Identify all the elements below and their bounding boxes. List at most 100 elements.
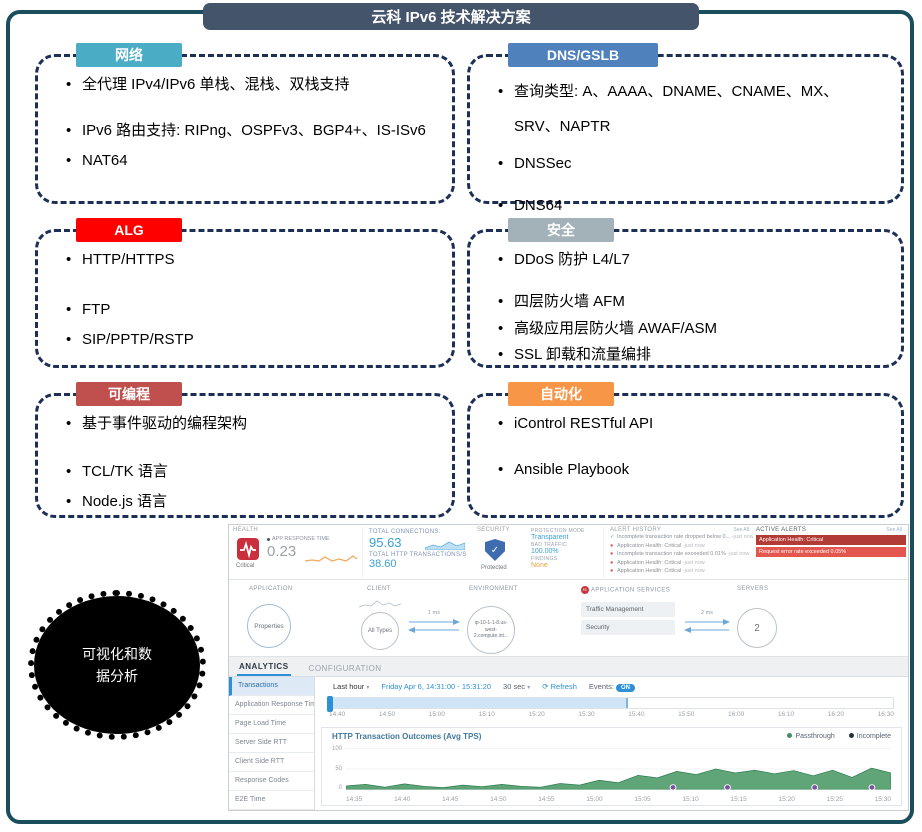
alert-text: Application Health: Critical bbox=[617, 560, 681, 566]
timeline-tick: 16:30 bbox=[878, 711, 894, 718]
service-item[interactable]: Security bbox=[581, 620, 675, 635]
services-label: f5APPLICATION SERVICES bbox=[581, 586, 670, 594]
latency-right-label: 2 ms bbox=[683, 610, 731, 616]
timeline-tick: 16:10 bbox=[778, 711, 794, 718]
servers-label: SERVERS bbox=[737, 586, 768, 592]
feature-item: IPv6 路由支持: RIPng、OSPFv3、BGP4+、IS-ISv6 bbox=[64, 121, 434, 141]
security-block: SECURITY ✓ Protected bbox=[477, 527, 533, 578]
critical-dot-icon: ● bbox=[610, 559, 617, 568]
legend-dot-icon bbox=[787, 733, 792, 738]
feature-item: DNSSec bbox=[496, 154, 883, 174]
properties-node[interactable]: Properties bbox=[247, 604, 291, 648]
environment-label: ENVIRONMENT bbox=[469, 586, 518, 592]
feature-item: iControl RESTful API bbox=[496, 414, 883, 434]
bidirectional-arrow-icon bbox=[683, 617, 731, 635]
x-tick: 15:20 bbox=[779, 796, 795, 803]
feature-list-programmable: 基于事件驱动的编程架构TCL/TK 语言Node.js 语言 bbox=[38, 396, 452, 512]
shield-check-icon: ✓ bbox=[485, 539, 505, 561]
health-critical-icon bbox=[237, 538, 259, 560]
feature-list-security: DDoS 防护 L4/L7 四层防火墙 AFM 高级应用层防火墙 AWAF/ASM S… bbox=[470, 232, 901, 365]
event-marker-icon bbox=[812, 785, 818, 790]
tab-configuration[interactable]: CONFIGURATION bbox=[307, 660, 384, 676]
timeline-tick: 15:30 bbox=[578, 711, 594, 718]
timeline-tick: 15:10 bbox=[479, 711, 495, 718]
environment-node[interactable]: ip-10-1-1-8.us-west-2.compute.int... bbox=[467, 606, 515, 654]
alert-text: Application Health: Critical bbox=[617, 568, 681, 574]
feature-item: DNS64 bbox=[496, 196, 883, 216]
connections-block: TOTAL CONNECTIONS: 95.63 TOTAL HTTP TRAN… bbox=[362, 527, 474, 578]
f5-logo-icon: f5 bbox=[581, 586, 589, 594]
range-dropdown[interactable]: Last hour ▾ bbox=[333, 682, 369, 691]
box-tab-automation: 自动化 bbox=[508, 382, 614, 406]
event-marker-icon bbox=[725, 785, 731, 790]
servers-node[interactable]: 2 bbox=[737, 608, 777, 648]
feature-item: DDoS 防护 L4/L7 bbox=[496, 250, 883, 270]
timeline-selected-range[interactable] bbox=[330, 698, 628, 708]
x-axis-labels: 14:3514:4014:4514:5014:5515:0015:0515:10… bbox=[346, 796, 891, 803]
events-on-pill[interactable]: ON bbox=[616, 684, 635, 692]
feature-item: 高级应用层防火墙 AWAF/ASM bbox=[496, 319, 883, 339]
analytics-section: ANALYTICS CONFIGURATION TransactionsAppli… bbox=[229, 657, 908, 810]
findings-value: None bbox=[531, 562, 601, 569]
critical-dot-icon: ● bbox=[610, 542, 617, 551]
latency-left-label: 1 ms bbox=[407, 610, 461, 616]
alert-history-item: ●Application Health: Critical -just now bbox=[610, 567, 753, 576]
analytics-tabbar: ANALYTICS CONFIGURATION bbox=[229, 657, 908, 677]
tab-analytics[interactable]: ANALYTICS bbox=[237, 658, 291, 676]
feature-item: TCL/TK 语言 bbox=[64, 462, 434, 482]
http-transactions-value: 38.60 bbox=[369, 558, 474, 570]
active-alerts-see-all-link[interactable]: See All bbox=[886, 527, 902, 533]
connections-sparkline-icon bbox=[425, 537, 465, 550]
service-item[interactable]: Traffic Management bbox=[581, 602, 675, 617]
feature-list-dns-gslb: 查询类型: A、AAAA、DNAME、CNAME、MX、SRV、NAPTRDNS… bbox=[470, 57, 901, 217]
protection-mode-value: Transparent bbox=[531, 534, 601, 541]
feature-item: SIP/PPTP/RSTP bbox=[64, 330, 434, 350]
timeline-tick: 15:20 bbox=[529, 711, 545, 718]
latency-right-arrows: 2 ms bbox=[683, 610, 731, 640]
sidebar-item[interactable]: Page Load Time bbox=[229, 715, 314, 734]
sidebar-item[interactable]: Client Side RTT bbox=[229, 753, 314, 772]
timeline-band[interactable] bbox=[329, 697, 894, 709]
timeline-tick: 15:00 bbox=[429, 711, 445, 718]
critical-dot-icon: ● bbox=[610, 550, 617, 559]
sidebar-item[interactable]: Application Response Time bbox=[229, 696, 314, 715]
feature-item: NAT64 bbox=[64, 151, 434, 171]
active-alerts-label: ACTIVE ALERTS bbox=[756, 527, 806, 533]
client-node[interactable]: All Types bbox=[361, 612, 399, 650]
sidebar-item[interactable]: Response Codes bbox=[229, 772, 314, 791]
feature-box-security: 安全 DDoS 防护 L4/L7四层防火墙 AFM高级应用层防火墙 AWAF/A… bbox=[467, 229, 904, 368]
bad-traffic-value: 100.00% bbox=[531, 548, 601, 555]
feature-item: Ansible Playbook bbox=[496, 460, 883, 480]
timeline-drag-handle[interactable] bbox=[327, 696, 333, 712]
health-block: HEALTH Critical APP RESPONSE TIME 0.23 bbox=[233, 527, 361, 578]
y-tick: 0 bbox=[324, 785, 342, 791]
sidebar-item[interactable]: Transactions bbox=[229, 677, 314, 696]
feature-item: 四层防火墙 AFM bbox=[496, 292, 883, 312]
sidebar-item[interactable]: Server Side RTT bbox=[229, 734, 314, 753]
events-label: Events: bbox=[589, 682, 614, 691]
timeline: 14:4014:5015:0015:1015:2015:3015:4015:50… bbox=[321, 695, 902, 725]
app-response-time-value: 0.23 bbox=[267, 543, 296, 560]
security-label: SECURITY bbox=[477, 527, 533, 533]
refresh-button[interactable]: ⟳ Refresh bbox=[542, 682, 577, 691]
tps-chart-panel: HTTP Transaction Outcomes (Avg TPS) Pass… bbox=[321, 727, 902, 806]
feature-box-dns-gslb: DNS/GSLB 查询类型: A、AAAA、DNAME、CNAME、MX、SRV… bbox=[467, 54, 904, 204]
client-sparkline-icon bbox=[359, 597, 401, 610]
interval-dropdown[interactable]: 30 sec ▾ bbox=[503, 682, 530, 691]
legend-item: Incomplete bbox=[849, 733, 891, 740]
event-marker-icon bbox=[869, 785, 875, 790]
active-alerts-block: ACTIVE ALERTS See All Application Health… bbox=[756, 527, 906, 578]
feature-item: 全代理 IPv4/IPv6 单栈、混栈、双栈支持 bbox=[64, 75, 434, 95]
date-range-label: Friday Apr 6, 14:31:00 - 15:31:20 bbox=[381, 682, 491, 691]
x-tick: 15:00 bbox=[586, 796, 602, 803]
events-toggle[interactable]: Events: ON bbox=[589, 682, 635, 691]
topology-row: APPLICATION CLIENT ENVIRONMENT f5APPLICA… bbox=[229, 580, 908, 657]
feature-list-alg: HTTP/HTTPSFTPSIP/PPTP/RSTP bbox=[38, 232, 452, 350]
feature-item: SSL 卸载和流量编排 bbox=[496, 345, 883, 365]
active-alert: Application Health: Critical bbox=[756, 535, 906, 545]
chart-title: HTTP Transaction Outcomes (Avg TPS) bbox=[332, 732, 481, 741]
sidebar-item[interactable]: E2E Time bbox=[229, 791, 314, 810]
alert-time: -just now bbox=[726, 551, 750, 557]
metrics-bar: HEALTH Critical APP RESPONSE TIME 0.23 T… bbox=[229, 525, 908, 580]
